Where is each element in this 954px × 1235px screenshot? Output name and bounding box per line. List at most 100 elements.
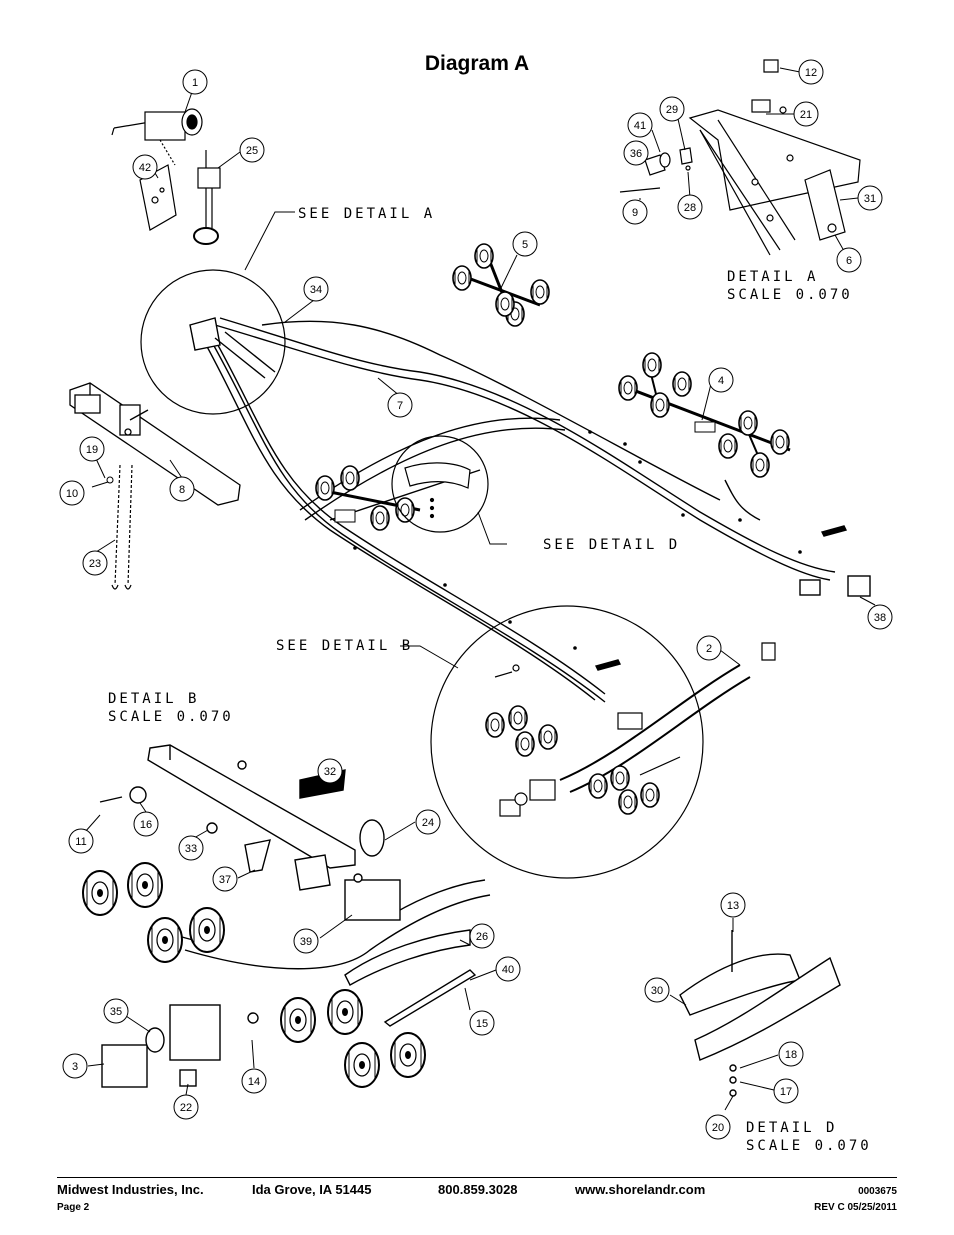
svg-text:24: 24 xyxy=(422,817,434,829)
callout-6: 6 xyxy=(836,247,862,273)
callout-36: 36 xyxy=(623,140,649,166)
tongue-assembly xyxy=(69,382,241,506)
callout-4: 4 xyxy=(708,367,734,393)
svg-text:39: 39 xyxy=(300,936,312,948)
callout-38: 38 xyxy=(867,604,893,630)
callout-8: 8 xyxy=(169,476,195,502)
callout-31: 31 xyxy=(857,185,883,211)
svg-text:6: 6 xyxy=(846,255,852,267)
callout-32: 32 xyxy=(317,758,343,784)
svg-text:28: 28 xyxy=(684,202,696,214)
callout-10: 10 xyxy=(59,480,85,506)
detail-d-drawing xyxy=(679,930,841,1097)
svg-text:30: 30 xyxy=(651,985,663,997)
callout-28: 28 xyxy=(677,194,703,220)
svg-text:13: 13 xyxy=(727,900,739,912)
frame-holes xyxy=(353,430,802,650)
bolt-10-19 xyxy=(91,476,114,488)
callout-14: 14 xyxy=(241,1068,267,1094)
svg-text:29: 29 xyxy=(666,104,678,116)
callout-20: 20 xyxy=(705,1114,731,1140)
svg-text:20: 20 xyxy=(712,1122,724,1134)
callout-18: 18 xyxy=(778,1041,804,1067)
svg-text:3: 3 xyxy=(72,1061,78,1073)
svg-text:2: 2 xyxy=(706,643,712,655)
svg-text:36: 36 xyxy=(630,148,642,160)
callout-3: 3 xyxy=(62,1053,88,1079)
svg-text:19: 19 xyxy=(86,444,98,456)
svg-text:4: 4 xyxy=(718,375,724,387)
svg-text:10: 10 xyxy=(66,488,78,500)
svg-text:8: 8 xyxy=(179,484,185,496)
see-detail-b-label: SEE DETAIL B xyxy=(276,638,413,654)
callout-13: 13 xyxy=(720,892,746,918)
see-detail-a-label: SEE DETAIL A xyxy=(298,206,435,222)
svg-text:26: 26 xyxy=(476,931,488,943)
detail-d-label: DETAIL D xyxy=(746,1120,837,1136)
footer-doc-number: 0003675 xyxy=(858,1186,897,1197)
svg-text:21: 21 xyxy=(800,109,812,121)
svg-text:9: 9 xyxy=(632,207,638,219)
callout-11: 11 xyxy=(68,828,94,854)
callout-42: 42 xyxy=(132,154,158,180)
svg-text:15: 15 xyxy=(476,1018,488,1030)
roller-assembly-5 xyxy=(452,243,550,327)
footer-revision: REV C 05/25/2011 xyxy=(814,1202,897,1213)
svg-text:34: 34 xyxy=(310,284,322,296)
callout-40: 40 xyxy=(495,956,521,982)
footer-company: Midwest Industries, Inc. xyxy=(57,1182,204,1197)
trailer-frame xyxy=(189,317,871,703)
detail-d-small xyxy=(404,462,471,519)
detail-a-drawing xyxy=(619,59,861,256)
footer-phone: 800.859.3028 xyxy=(438,1182,518,1197)
callout-21: 21 xyxy=(793,101,819,127)
detail-d-scale: SCALE 0.070 xyxy=(746,1138,872,1154)
svg-text:35: 35 xyxy=(110,1006,122,1018)
svg-text:1: 1 xyxy=(192,77,198,89)
callout-7: 7 xyxy=(387,392,413,418)
svg-text:16: 16 xyxy=(140,819,152,831)
footer-rule xyxy=(57,1177,897,1178)
callouts: 1 42 25 12 21 36 41 29 9 28 31 6 5 34 7 … xyxy=(59,59,893,1140)
svg-text:25: 25 xyxy=(246,145,258,157)
callout-41: 41 xyxy=(627,112,653,138)
detail-a-scale: SCALE 0.070 xyxy=(727,287,853,303)
detail-b-scale: SCALE 0.070 xyxy=(108,709,234,725)
callout-26: 26 xyxy=(469,923,495,949)
svg-text:23: 23 xyxy=(89,558,101,570)
svg-text:7: 7 xyxy=(397,400,403,412)
svg-text:31: 31 xyxy=(864,193,876,205)
svg-text:22: 22 xyxy=(180,1102,192,1114)
see-detail-d-label: SEE DETAIL D xyxy=(543,537,680,553)
detail-b-small xyxy=(494,642,776,817)
callout-17: 17 xyxy=(773,1078,799,1104)
callout-16: 16 xyxy=(133,811,159,837)
callout-12: 12 xyxy=(798,59,824,85)
center-rollers xyxy=(315,465,421,531)
callout-37: 37 xyxy=(212,866,238,892)
svg-text:37: 37 xyxy=(219,874,231,886)
callout-25: 25 xyxy=(239,137,265,163)
callout-33: 33 xyxy=(178,835,204,861)
callout-34: 34 xyxy=(303,276,329,302)
parts-diagram: 1 42 25 12 21 36 41 29 9 28 31 6 5 34 7 … xyxy=(59,59,893,1154)
callout-1: 1 xyxy=(182,69,208,95)
svg-text:14: 14 xyxy=(248,1076,260,1088)
callout-39: 39 xyxy=(293,928,319,954)
callout-30: 30 xyxy=(644,977,670,1003)
diagram-title: Diagram A xyxy=(424,52,530,75)
callout-2: 2 xyxy=(696,635,722,661)
detail-circles xyxy=(140,269,704,879)
callout-19: 19 xyxy=(79,436,105,462)
callout-35: 35 xyxy=(103,998,129,1024)
footer-city: Ida Grove, IA 51445 xyxy=(252,1182,372,1197)
svg-text:17: 17 xyxy=(780,1086,792,1098)
winch-assembly xyxy=(111,108,221,245)
callout-29: 29 xyxy=(659,96,685,122)
svg-text:12: 12 xyxy=(805,67,817,79)
roller-assembly-4 xyxy=(618,352,791,478)
callout-15: 15 xyxy=(469,1010,495,1036)
safety-chains xyxy=(111,464,133,590)
svg-text:18: 18 xyxy=(785,1049,797,1061)
detail-b-label: DETAIL B xyxy=(108,691,199,707)
